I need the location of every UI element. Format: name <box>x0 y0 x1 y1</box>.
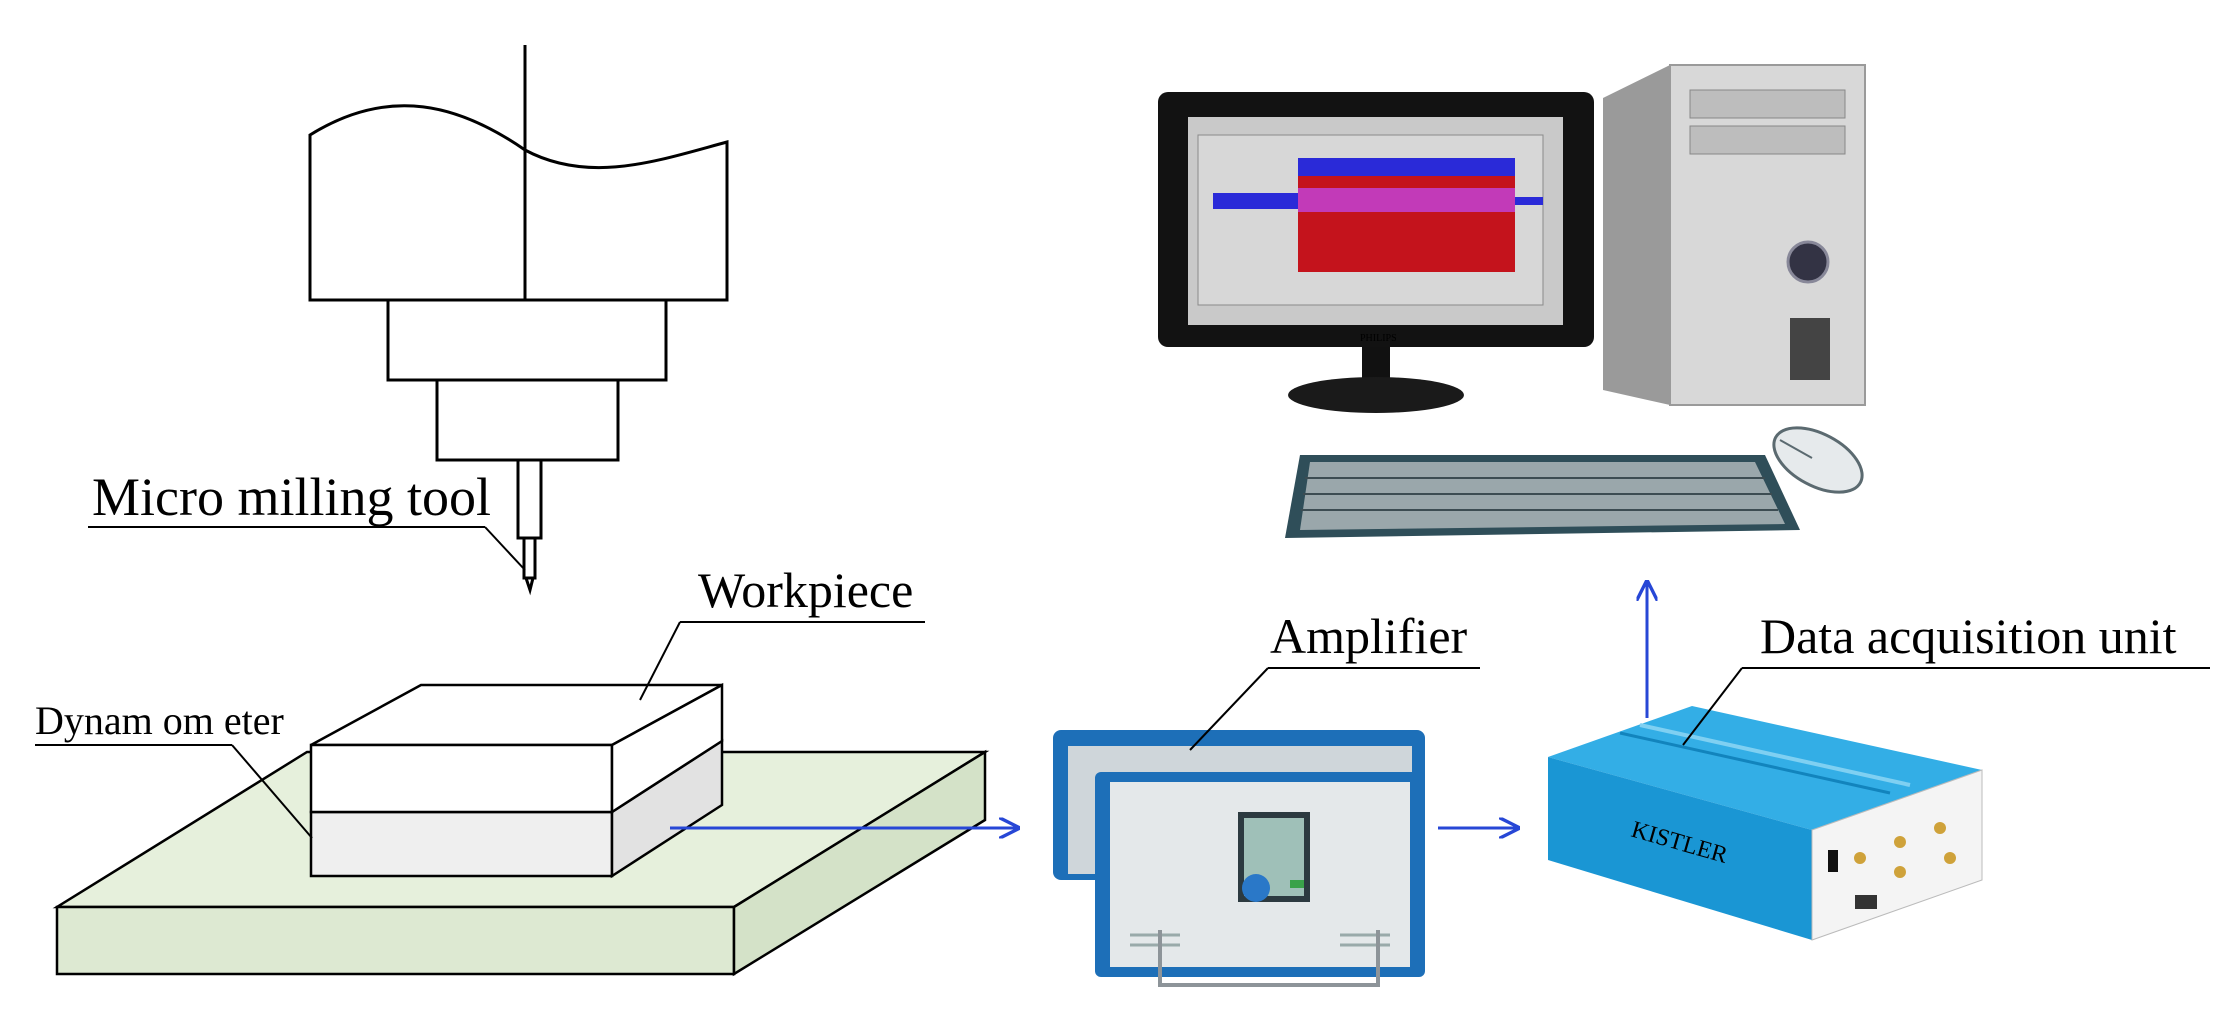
monitor-signal-waveform <box>1213 158 1543 272</box>
table-side <box>732 749 987 977</box>
amplifier-status-led <box>1290 880 1304 888</box>
table-front <box>55 905 736 976</box>
signal-burst-blue-top <box>1298 158 1515 176</box>
daq-connector-1 <box>1854 852 1866 864</box>
spindle <box>308 45 729 596</box>
signal-burst-magenta <box>1298 188 1515 212</box>
tool-shank <box>522 536 537 580</box>
daq-connector-2 <box>1894 836 1906 848</box>
workpiece-side <box>610 682 724 815</box>
workpiece-label: Workpiece <box>698 562 913 618</box>
tool-label: Micro milling tool <box>92 467 491 527</box>
tower-power-button <box>1786 240 1830 284</box>
daq-connector-4 <box>1894 866 1906 878</box>
computer-monitor: PHILIPS <box>1158 92 1594 413</box>
monitor-base <box>1288 377 1464 413</box>
spindle-housing <box>308 104 729 302</box>
daq-front <box>1548 757 1812 940</box>
keyboard <box>1285 455 1800 538</box>
tool-tip <box>523 576 535 596</box>
tool-leader-pointer <box>484 526 526 571</box>
computer-tower <box>1603 64 1866 406</box>
data-acquisition-unit: KISTLER <box>1548 706 1983 941</box>
workpiece <box>309 682 724 815</box>
dynamometer-leader-pointer <box>231 744 313 839</box>
daq-leader-pointer <box>1682 667 1743 746</box>
amplifier-knob <box>1242 874 1270 902</box>
mouse-body <box>1772 426 1864 494</box>
dynamometer-front <box>309 810 614 878</box>
daq-connector-3 <box>1934 822 1946 834</box>
keyboard-keys <box>1300 462 1785 530</box>
amplifier-stand <box>1158 930 1380 987</box>
dynamometer-label: Dynam om eter <box>35 698 284 743</box>
signal-baseline-left <box>1213 193 1298 209</box>
machine-table <box>52 749 990 977</box>
workpiece-leader-pointer <box>639 621 681 701</box>
daq-side <box>1811 769 1983 941</box>
amplifier-label: Amplifier <box>1270 608 1468 664</box>
spindle-collar-2 <box>435 378 620 462</box>
monitor-brand: PHILIPS <box>1360 333 1397 344</box>
spindle-collar-1 <box>386 298 668 382</box>
tower-drive-bay-2 <box>1689 125 1846 155</box>
tower-drive-bay-1 <box>1689 89 1846 119</box>
signal-baseline-right <box>1515 197 1543 205</box>
tower-side <box>1603 65 1670 405</box>
amplifier-leader-pointer <box>1189 667 1269 751</box>
mouse <box>1772 426 1864 494</box>
daq-power-switch <box>1828 850 1838 872</box>
tool-holder <box>516 458 543 540</box>
daq-port <box>1855 895 1877 909</box>
workpiece-front <box>309 743 614 814</box>
signal-burst-red <box>1298 162 1515 272</box>
tower-front <box>1669 64 1866 406</box>
amplifier <box>1053 730 1425 987</box>
dynamometer <box>309 738 724 879</box>
tower-vent <box>1790 318 1830 380</box>
daq-label: Data acquisition unit <box>1760 608 2177 664</box>
daq-connector-5 <box>1944 852 1956 864</box>
daq-top <box>1548 706 1982 830</box>
